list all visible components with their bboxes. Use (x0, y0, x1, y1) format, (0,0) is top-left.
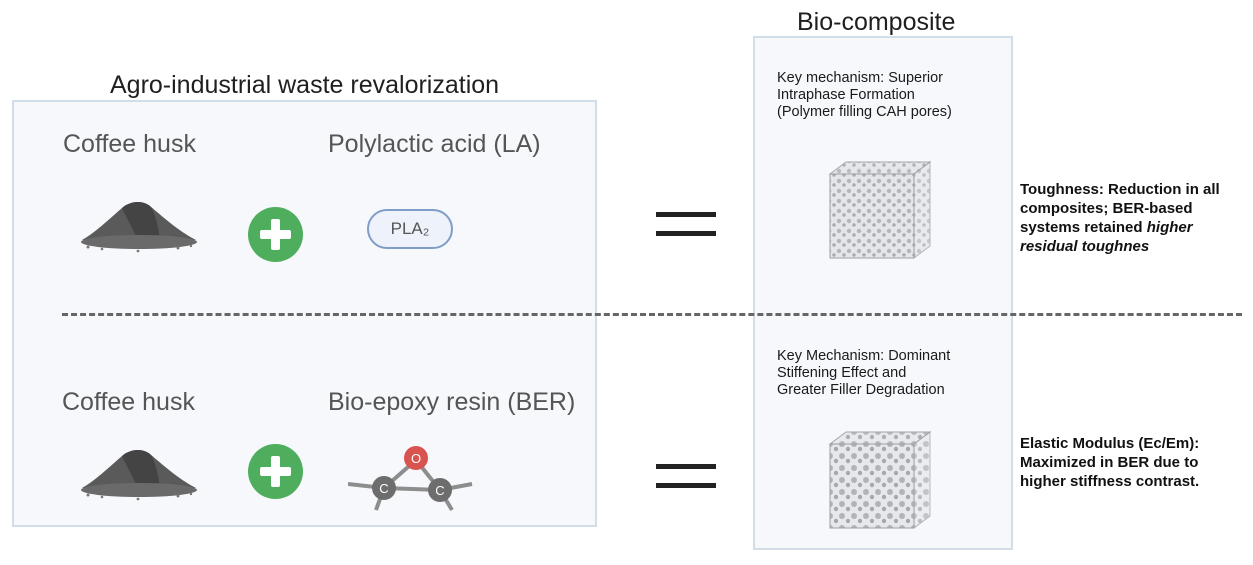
row1-mechanism-line1: Key mechanism: Superior (777, 70, 944, 86)
left-panel-title: Agro-industrial waste revalorization (110, 71, 500, 99)
row-divider (62, 313, 1242, 316)
row1-result-emphasis: higher residual toughnes (1020, 219, 1193, 255)
epoxide-molecule-icon: O C C (348, 446, 473, 512)
powder-pile-icon (81, 202, 197, 253)
row1-mechanism-line2: Intraphase Formation (777, 87, 915, 103)
powder-pile-icon (81, 450, 197, 501)
plus-icon (248, 444, 303, 499)
row2-mechanism-line2: Stiffening Effect and (777, 365, 907, 381)
equals-icon (656, 212, 716, 236)
oxygen-atom-label: O (411, 451, 421, 466)
row2-matrix-label: Bio-epoxy resin (BER) (328, 388, 576, 416)
row2-mechanism-line1: Key Mechanism: Dominant (777, 348, 951, 364)
right-panel-title: Bio-composite (797, 8, 956, 36)
row1-mechanism-line3: (Polymer filling CAH pores) (777, 104, 952, 120)
row2-result: Elastic Modulus (Ec/Em): Maximized in BE… (1020, 435, 1200, 490)
row2-mechanism-line3: Greater Filler Degradation (777, 382, 945, 398)
carbon-atom-label: C (435, 483, 444, 498)
porous-cube-icon (828, 161, 932, 259)
carbon-atom-label: C (379, 481, 388, 496)
porous-cube-icon (828, 431, 932, 529)
row2-mechanism: Key Mechanism: Dominant Stiffening Effec… (777, 348, 950, 399)
row2-filler-label: Coffee husk (62, 388, 195, 416)
row1-mechanism: Key mechanism: Superior Intraphase Forma… (777, 70, 952, 121)
row1-filler-label: Coffee husk (63, 130, 196, 158)
row1-result-text: Toughness: Reduction in all composites; … (1020, 181, 1220, 236)
row1-matrix-label: Polylactic acid (LA) (328, 130, 541, 158)
pla-molecule-icon: PLA₂ (367, 209, 453, 249)
row1-result: Toughness: Reduction in all composites; … (1020, 180, 1245, 256)
plus-icon (248, 207, 303, 262)
equals-icon (656, 464, 716, 488)
